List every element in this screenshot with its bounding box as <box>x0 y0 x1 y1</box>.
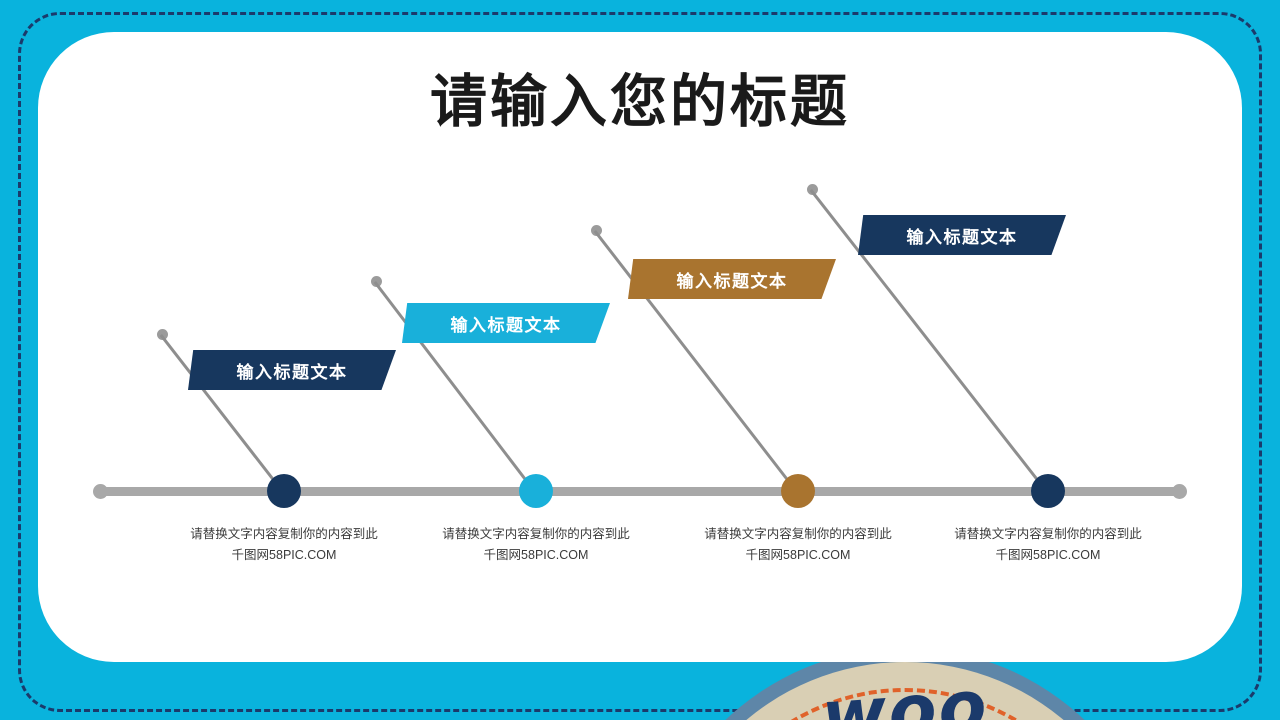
page-title: 请输入您的标题 <box>430 68 850 135</box>
banner-label-3: 输入标题文本 <box>676 271 788 291</box>
timeline-node-3[interactable] <box>781 474 815 508</box>
banner-3[interactable]: 输入标题文本 <box>628 259 836 299</box>
caption-2-line2: 千图网58PIC.COM <box>483 548 589 563</box>
timeline-right-endpoint <box>1172 484 1187 499</box>
timeline-left-endpoint <box>93 484 108 499</box>
badge-text: woo <box>818 664 992 720</box>
banner-1[interactable]: 输入标题文本 <box>188 350 396 390</box>
caption-3-line2: 千图网58PIC.COM <box>745 548 851 563</box>
banner-4[interactable]: 输入标题文本 <box>858 215 1066 255</box>
caption-3-line1: 请替换文字内容复制你的内容到此 <box>704 527 892 541</box>
badge-face: woo <box>659 662 1151 720</box>
banner-label-4: 输入标题文本 <box>906 227 1018 247</box>
caption-1-line1: 请替换文字内容复制你的内容到此 <box>190 527 378 541</box>
timeline-node-2[interactable] <box>519 474 553 508</box>
caption-4-line1: 请替换文字内容复制你的内容到此 <box>954 527 1142 541</box>
timeline-axis-line <box>96 487 1182 496</box>
caption-4-line2: 千图网58PIC.COM <box>995 548 1101 563</box>
caption-2: 请替换文字内容复制你的内容到此 千图网58PIC.COM <box>411 524 661 567</box>
caption-2-line1: 请替换文字内容复制你的内容到此 <box>442 527 630 541</box>
caption-3: 请替换文字内容复制你的内容到此 千图网58PIC.COM <box>673 524 923 567</box>
timeline-node-4[interactable] <box>1031 474 1065 508</box>
timeline-diagram: 输入标题文本 请替换文字内容复制你的内容到此 千图网58PIC.COM 输入标题… <box>38 32 1242 662</box>
timeline-node-1[interactable] <box>267 474 301 508</box>
caption-1: 请替换文字内容复制你的内容到此 千图网58PIC.COM <box>159 524 409 567</box>
caption-1-line2: 千图网58PIC.COM <box>231 548 337 563</box>
caption-4: 请替换文字内容复制你的内容到此 千图网58PIC.COM <box>923 524 1173 567</box>
content-card: 请输入您的标题 输入标题文本 请替换文字内容复制你的内容到此 千图网58PIC.… <box>38 32 1242 662</box>
banner-2[interactable]: 输入标题文本 <box>402 303 610 343</box>
banner-label-2: 输入标题文本 <box>450 315 562 335</box>
banner-label-1: 输入标题文本 <box>236 362 348 382</box>
